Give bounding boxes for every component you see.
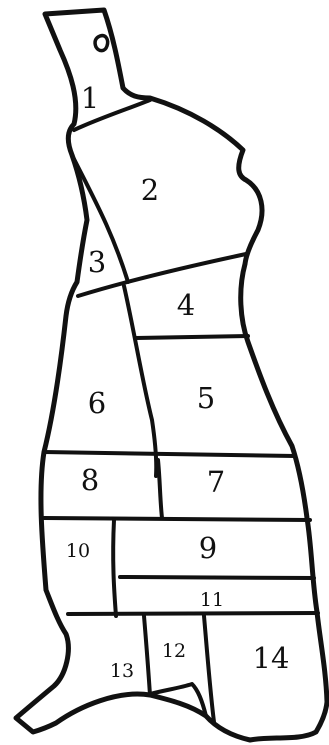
cut-label-14: 14 (253, 641, 290, 675)
cut-label-6: 6 (88, 386, 106, 420)
cut-label-11: 11 (200, 589, 224, 611)
cut-label-2: 2 (141, 173, 159, 207)
cut-label-8: 8 (81, 463, 99, 497)
hanging-hole-icon (95, 36, 108, 51)
cut-label-12: 12 (162, 640, 186, 662)
cut-label-7: 7 (207, 465, 225, 499)
cut-label-1: 1 (81, 81, 99, 115)
cut-label-10: 10 (66, 540, 90, 562)
cut-label-13: 13 (110, 660, 134, 682)
cut-label-9: 9 (199, 531, 217, 565)
cut-label-3: 3 (88, 245, 106, 279)
cut-label-4: 4 (177, 288, 195, 322)
cut-label-5: 5 (197, 381, 215, 415)
carcass-outline (16, 10, 327, 740)
